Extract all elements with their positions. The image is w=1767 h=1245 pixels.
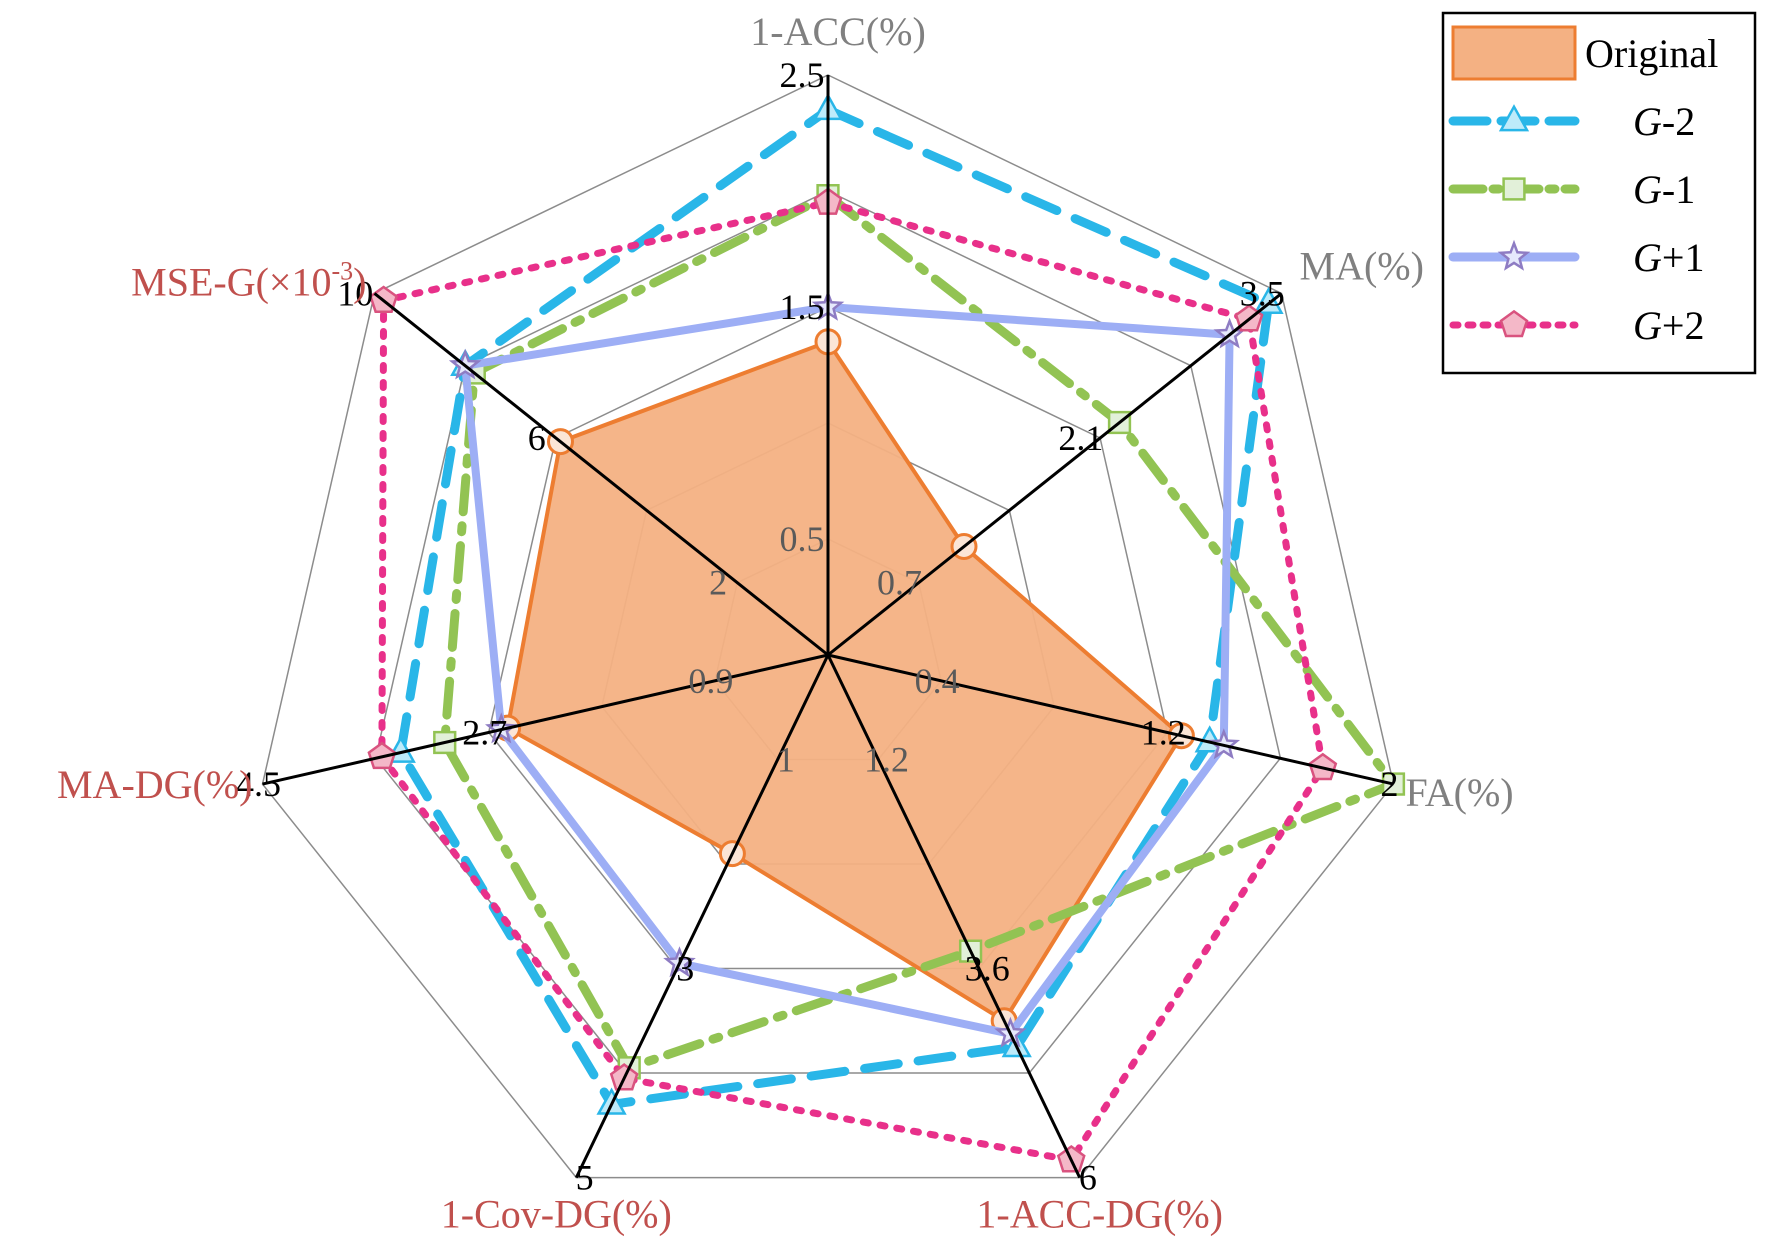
tick-label: 6 <box>528 418 546 458</box>
tick-label: 3 <box>676 949 694 989</box>
tick-label: 1.5 <box>780 287 825 327</box>
tick-label: 0.4 <box>915 661 960 701</box>
axis-label: 1-ACC-DG(%) <box>976 1192 1223 1237</box>
legend-item: G-2 <box>1448 99 1695 144</box>
legend-label: G-2 <box>1633 99 1695 144</box>
tick-label: 3.5 <box>1240 273 1285 313</box>
tick-label: 2.1 <box>1058 418 1103 458</box>
axis-spoke <box>827 292 1283 657</box>
series-line <box>378 199 1327 1164</box>
axis-label: MA-DG(%) <box>57 762 253 807</box>
data-point <box>1253 286 1284 315</box>
tick-label: 2.5 <box>780 55 825 95</box>
series-layer <box>367 92 1406 1173</box>
legend-marker <box>1499 309 1529 338</box>
series-line <box>461 303 1234 1038</box>
tick-label: 2 <box>709 563 727 603</box>
label-layer: 0.51.52.50.72.13.50.41.221.23.661350.92.… <box>57 9 1514 1237</box>
tick-label: 1.2 <box>1141 712 1186 752</box>
tick-label: 2.7 <box>462 712 507 752</box>
legend-marker <box>1497 239 1531 271</box>
tick-label: 1 <box>777 740 795 780</box>
tick-label: 0.5 <box>780 519 825 559</box>
legend-marker <box>1498 104 1530 132</box>
axis-spoke <box>826 654 1082 1179</box>
axis-spoke <box>574 654 830 1179</box>
series-area <box>505 339 1184 1024</box>
axis-label: MA(%) <box>1300 243 1424 288</box>
legend-label: G+2 <box>1633 303 1704 348</box>
legend-swatch <box>1451 25 1577 81</box>
tick-label: 4.5 <box>236 764 281 804</box>
legend-marker <box>1502 177 1526 201</box>
legend-label: G-1 <box>1633 167 1695 212</box>
grid-ring <box>487 306 1169 970</box>
legend-label: G+1 <box>1633 235 1704 280</box>
axis-label: MSE-G(×10-3) <box>131 256 366 304</box>
axis-spoke <box>373 292 829 657</box>
tick-label: 1.2 <box>864 740 909 780</box>
legend-item: Original <box>1451 25 1718 81</box>
legend-label: Original <box>1585 31 1718 76</box>
axis-label: 1-Cov-DG(%) <box>441 1192 672 1237</box>
tick-label: 10 <box>337 273 373 313</box>
tick-label: 2 <box>1381 764 1399 804</box>
legend-item: G+2 <box>1449 303 1704 348</box>
tick-label: 6 <box>1079 1158 1097 1198</box>
tick-label: 3.6 <box>965 949 1010 989</box>
axis-spoke <box>262 653 829 786</box>
tick-label: 5 <box>576 1158 594 1198</box>
axis-label: FA(%) <box>1406 770 1514 815</box>
axis-spoke <box>827 653 1394 786</box>
axis-label: 1-ACC(%) <box>750 9 926 54</box>
tick-label: 0.7 <box>877 563 922 603</box>
legend-item: G+1 <box>1448 235 1704 280</box>
legend-item: G-1 <box>1448 167 1695 212</box>
tick-label: 0.9 <box>688 661 733 701</box>
grid-ring <box>261 74 1395 1179</box>
